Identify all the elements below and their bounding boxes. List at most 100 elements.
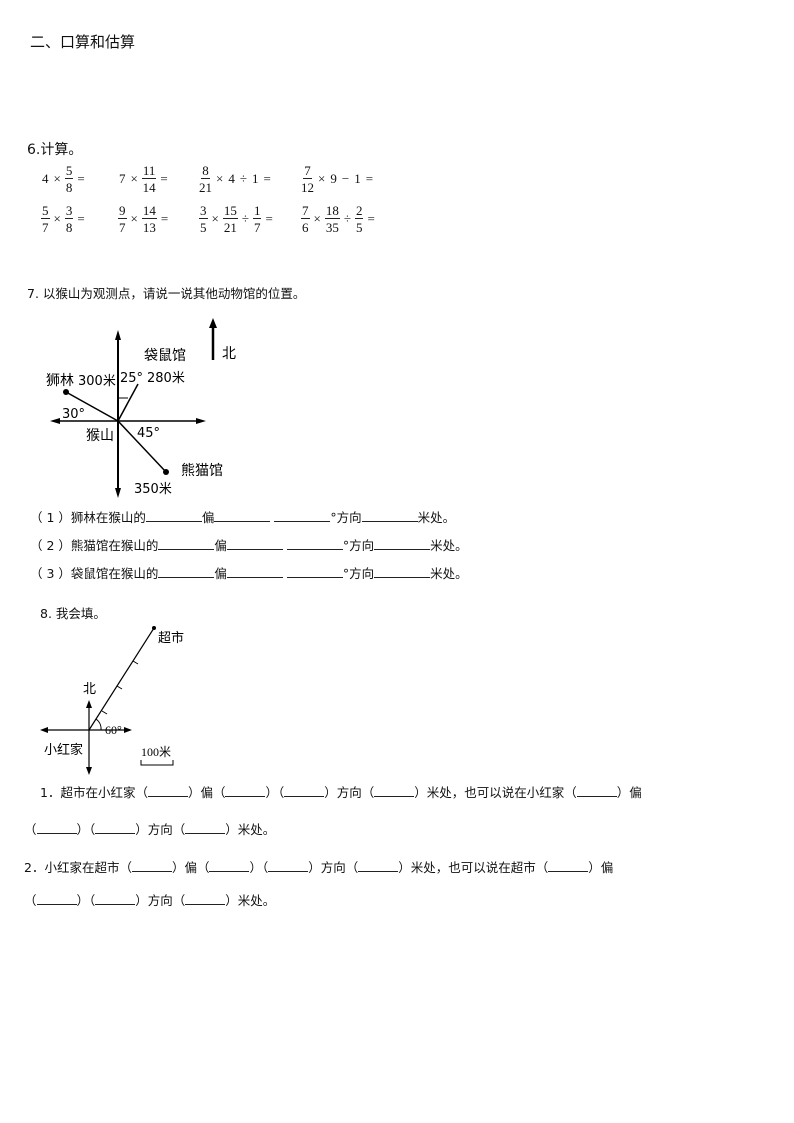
answer-blank[interactable] [548, 859, 589, 872]
math-token: 4 [228, 171, 235, 186]
answer-blank[interactable] [358, 859, 399, 872]
answer-blank[interactable] [284, 784, 325, 797]
denominator: 14 [142, 180, 156, 195]
answer-blank[interactable] [158, 565, 215, 578]
prompt-text: ）（ [76, 822, 96, 837]
denominator: 35 [325, 220, 339, 235]
answer-blank[interactable] [361, 509, 418, 522]
numerator: 5 [41, 203, 50, 219]
kangaroo-distance: 280米 [147, 371, 185, 386]
answer-blank[interactable] [185, 892, 226, 905]
prompt-text: ）偏 [616, 785, 642, 800]
answer-blank[interactable] [225, 784, 266, 797]
north-arrow-icon [209, 318, 217, 360]
lion-label: 狮林 [46, 373, 74, 389]
answer-blank[interactable] [36, 821, 77, 834]
answer-blank[interactable] [36, 892, 77, 905]
lion-angle: 30° [62, 407, 85, 422]
fill-in-line: （）（）方向（）米处。 [24, 819, 275, 838]
answer-blank[interactable] [131, 859, 172, 872]
prompt-text: ）米处。 [225, 822, 276, 837]
numerator: 7 [301, 203, 310, 219]
answer-blank[interactable] [95, 821, 136, 834]
answer-blank[interactable] [286, 565, 343, 578]
answer-blank[interactable] [145, 509, 202, 522]
math-token: × [53, 211, 61, 226]
prompt-text: ）方向（ [324, 785, 375, 800]
math-token: ÷ [343, 211, 351, 226]
answer-blank[interactable] [214, 509, 271, 522]
denominator: 7 [42, 220, 49, 235]
answer-blank[interactable] [209, 859, 250, 872]
market-direction-diagram: 超市 北 60° 小红家 100米 [40, 626, 184, 775]
prompt-text: （ 2 ）熊猫馆在猴山的 [30, 538, 159, 553]
math-token: × [130, 211, 138, 226]
denominator: 5 [355, 220, 363, 235]
numerator: 15 [222, 203, 238, 219]
answer-blank[interactable] [95, 892, 136, 905]
numerator: 11 [141, 163, 157, 179]
denominator: 12 [301, 180, 314, 195]
math-token: = [160, 171, 168, 186]
prompt-text: ）方向（ [135, 822, 186, 837]
prompt-text: ）米处。 [225, 893, 276, 908]
math-token: = [263, 171, 271, 186]
denominator: 13 [142, 220, 156, 235]
answer-blank[interactable] [185, 821, 226, 834]
center-label: 猴山 [86, 428, 114, 444]
market-label: 超市 [158, 630, 184, 645]
home-label: 小红家 [44, 742, 83, 757]
answer-blank[interactable] [286, 537, 343, 550]
answer-blank[interactable] [374, 537, 431, 550]
fill-in-line: （ 3 ）袋鼠馆在猴山的偏 °方向米处。 [30, 563, 468, 582]
denominator: 7 [119, 220, 126, 235]
direction-text: 偏 [214, 538, 227, 553]
math-token: = [77, 211, 85, 226]
prompt-text: ）偏（ [171, 860, 210, 875]
math-token: × [130, 171, 138, 186]
prompt-text: ）偏（ [187, 785, 226, 800]
prompt-text: ）米处，也可以说在小红家（ [414, 785, 577, 800]
panda-label: 熊猫馆 [181, 463, 223, 479]
fill-in-line: 1．超市在小红家（）偏（）（）方向（）米处，也可以说在小红家（）偏 [40, 782, 642, 801]
prompt-text: （ [24, 893, 37, 908]
denominator: 21 [223, 220, 237, 235]
math-token: = [367, 211, 375, 226]
math-token: = [265, 211, 273, 226]
angle-label: 60° [105, 723, 122, 737]
scale-label: 100米 [141, 745, 171, 759]
fill-in-line: （ 2 ）熊猫馆在猴山的偏 °方向米处。 [30, 535, 468, 554]
scale-bar [140, 760, 174, 766]
answer-blank[interactable] [374, 565, 431, 578]
suffix-text: 米处。 [430, 538, 468, 553]
kangaroo-angle: 25° [120, 371, 143, 386]
answer-blank[interactable] [226, 537, 283, 550]
answer-blank[interactable] [374, 784, 415, 797]
numerator: 7 [303, 163, 312, 179]
north-arrow-icon [86, 700, 92, 708]
math-token: = [160, 211, 169, 226]
answer-blank[interactable] [576, 784, 617, 797]
answer-blank[interactable] [274, 509, 331, 522]
answer-blank[interactable] [226, 565, 283, 578]
degree-text: °方向 [342, 566, 375, 581]
answer-blank[interactable] [158, 537, 215, 550]
answer-blank[interactable] [147, 784, 188, 797]
math-token: 7 [119, 171, 126, 186]
kangaroo-label: 袋鼠馆 [144, 348, 186, 364]
section-heading: 二、口算和估算 [30, 33, 136, 51]
answer-blank[interactable] [268, 859, 309, 872]
